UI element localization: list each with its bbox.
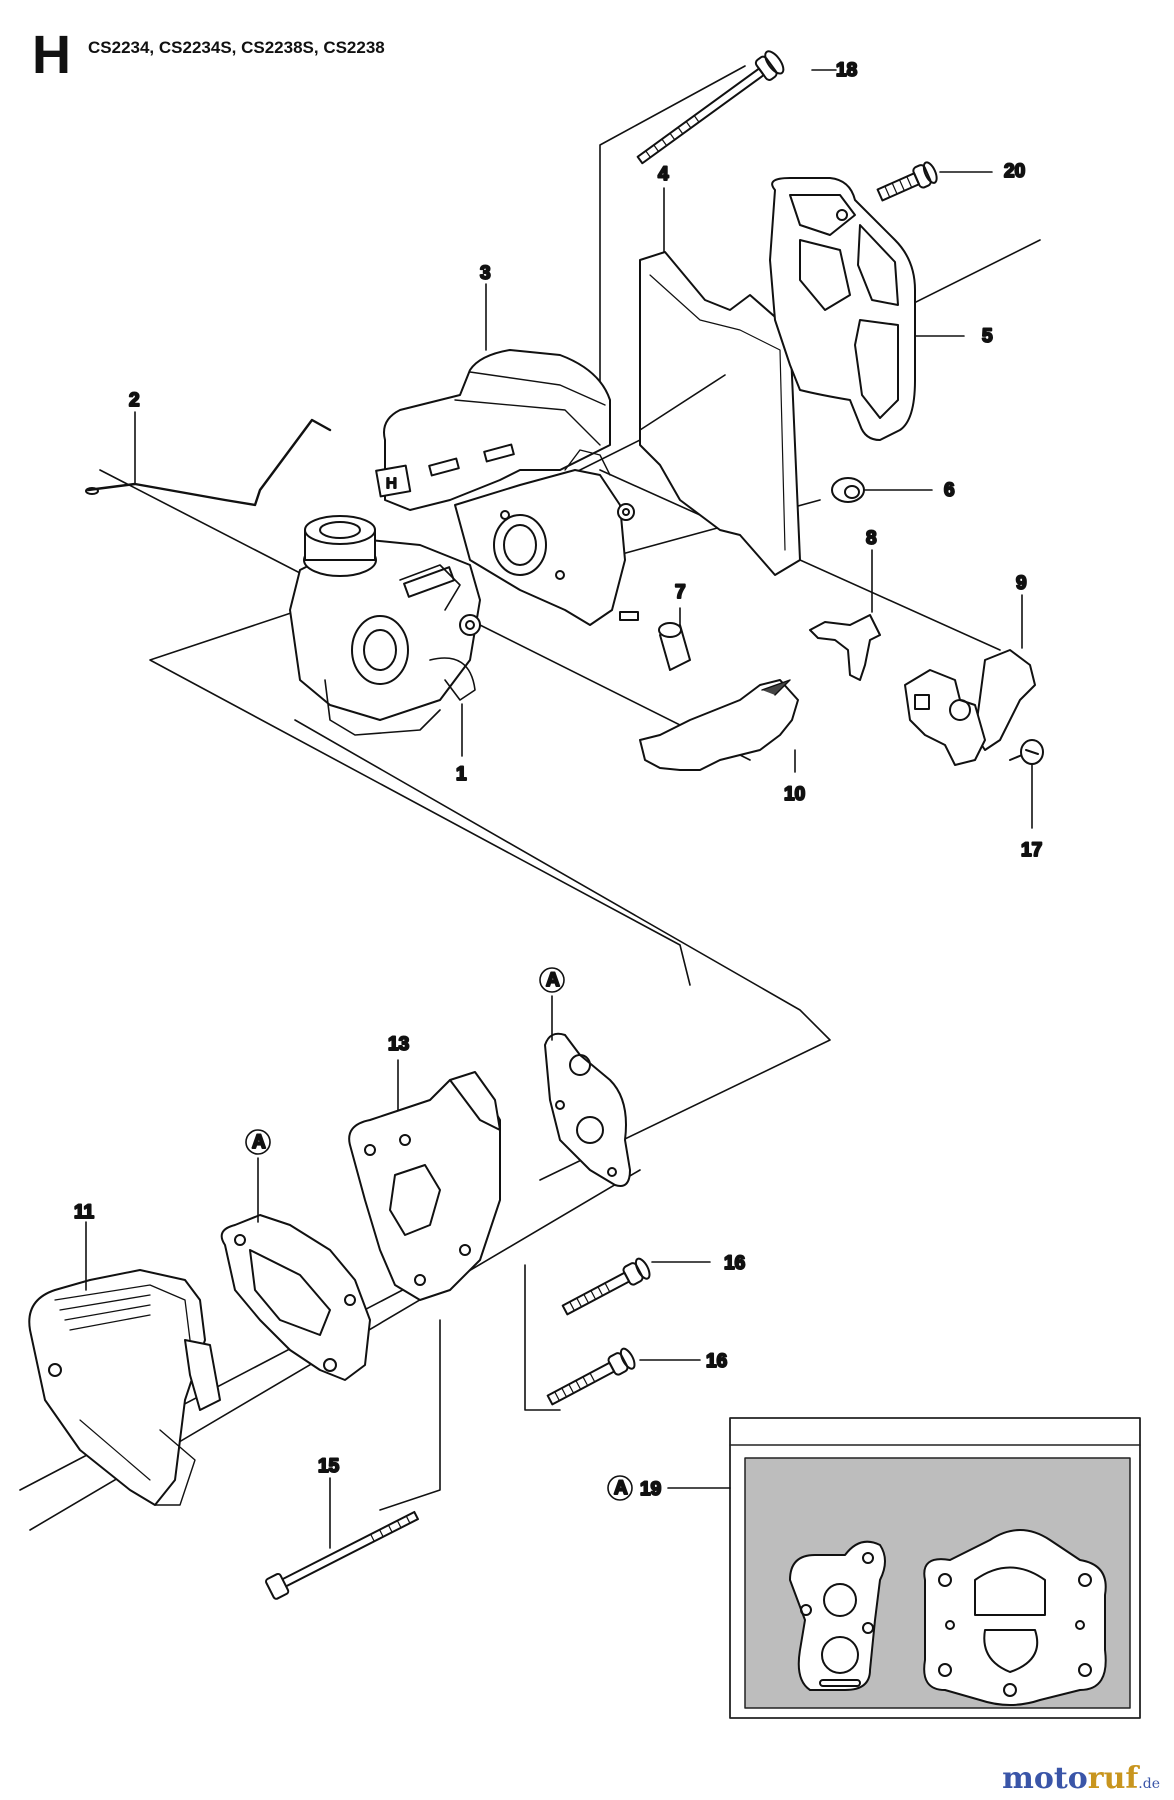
callout-11: 11	[74, 1202, 95, 1223]
callout-4: 4	[658, 164, 669, 185]
callout-19: 19	[640, 1479, 661, 1500]
callout-leaders	[85, 69, 1033, 1549]
choke-lever	[639, 679, 799, 771]
long-bolt	[636, 50, 785, 165]
filter-cover-frame	[769, 177, 916, 441]
callout-7: 7	[675, 582, 686, 603]
long-mounting-bolt	[265, 1510, 419, 1600]
throttle-rod	[86, 418, 332, 507]
callout-1: 1	[456, 764, 467, 785]
callout-18: 18	[836, 60, 857, 81]
throttle-bracket	[809, 614, 881, 681]
sleeve	[658, 622, 691, 671]
callout-6: 6	[944, 480, 955, 501]
section-letter: H	[32, 25, 71, 85]
kit-marker-label: A	[546, 970, 560, 991]
insulator-gasket	[220, 1214, 371, 1381]
flange-bolt-lower	[546, 1347, 636, 1406]
ignition-module	[28, 1269, 221, 1506]
callout-9: 9	[1016, 573, 1027, 594]
kit-marker-label: A	[614, 1478, 628, 1499]
callout-3: 3	[480, 263, 491, 284]
carburetor	[289, 515, 481, 736]
callout-16-lower: 16	[706, 1351, 727, 1372]
screw	[876, 161, 938, 202]
gasket-kit-box	[729, 1417, 1141, 1719]
callout-16-upper: 16	[724, 1253, 745, 1274]
callout-10: 10	[784, 784, 805, 805]
kit-marker-gasket-left	[245, 1129, 271, 1155]
svg-text:H: H	[386, 475, 397, 492]
kit-marker-gasket-top	[539, 967, 565, 993]
throttle-trigger	[904, 649, 1036, 766]
intake-flange	[348, 1071, 501, 1301]
callout-2: 2	[129, 390, 140, 411]
flange-bolt-upper	[561, 1257, 651, 1316]
air-filter-element	[639, 251, 801, 576]
model-list: CS2234, CS2234S, CS2238S, CS2238	[88, 38, 385, 57]
callout-17: 17	[1021, 840, 1042, 861]
callout-5: 5	[982, 326, 993, 347]
kit-marker-box	[607, 1475, 633, 1501]
hex-nut	[831, 477, 865, 503]
callout-13: 13	[388, 1034, 409, 1055]
pivot-screw	[1009, 739, 1044, 765]
callout-8: 8	[866, 528, 877, 549]
callout-15: 15	[318, 1456, 340, 1477]
kit-markers	[245, 967, 633, 1501]
carb-gasket	[544, 1032, 631, 1187]
site-watermark: motoruf.de	[1002, 1761, 1160, 1796]
kit-marker-label: A	[252, 1132, 266, 1153]
callout-20: 20	[1004, 161, 1025, 182]
filter-holder: H	[375, 349, 639, 626]
